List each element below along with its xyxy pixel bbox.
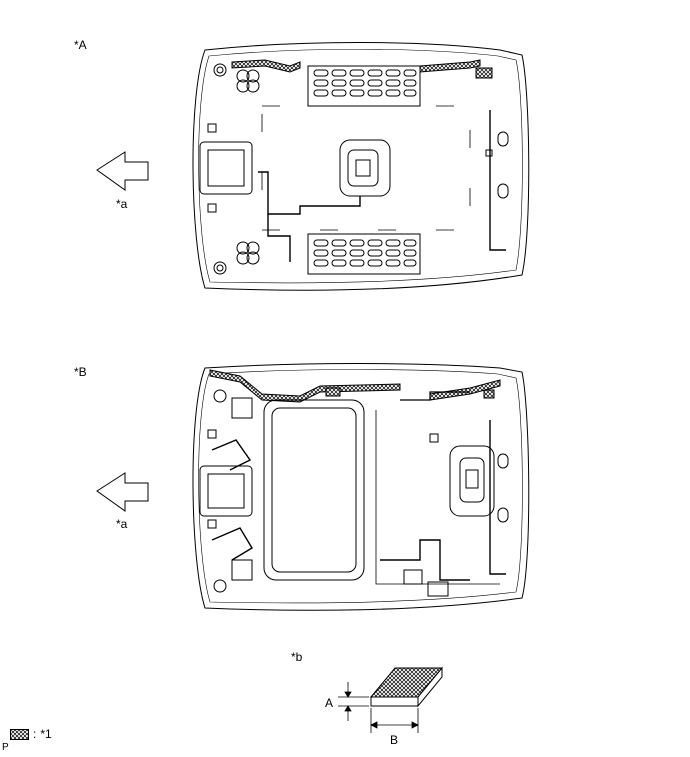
dimension-b — [370, 708, 419, 733]
front-label-a: *a — [116, 197, 128, 211]
foam-pad-detail — [369, 666, 444, 708]
rear-pad-grid-top-a — [307, 65, 421, 107]
legend-separator: : — [33, 727, 37, 741]
hatch-swatch — [10, 728, 29, 740]
detail-label: *b — [291, 650, 303, 664]
dimension-b-label: B — [390, 733, 399, 747]
footer-mark: P — [2, 742, 9, 753]
front-arrow-b — [96, 472, 149, 512]
front-label-b: *a — [116, 517, 128, 531]
headliner-view-a — [192, 42, 530, 291]
dimension-a-label: A — [325, 696, 334, 710]
front-arrow-a — [96, 151, 149, 191]
legend-value: *1 — [40, 727, 52, 741]
headliner-view-b — [192, 363, 530, 611]
sunroof-opening — [263, 399, 365, 581]
front-pad-top-a — [236, 69, 260, 93]
view-label-b: *B — [74, 365, 87, 379]
front-pad-bottom-a — [236, 241, 260, 265]
dimension-a — [338, 682, 369, 721]
legend: : *1 — [10, 727, 52, 741]
view-label-a: *A — [74, 38, 87, 52]
rear-pad-grid-bottom-a — [307, 233, 421, 275]
